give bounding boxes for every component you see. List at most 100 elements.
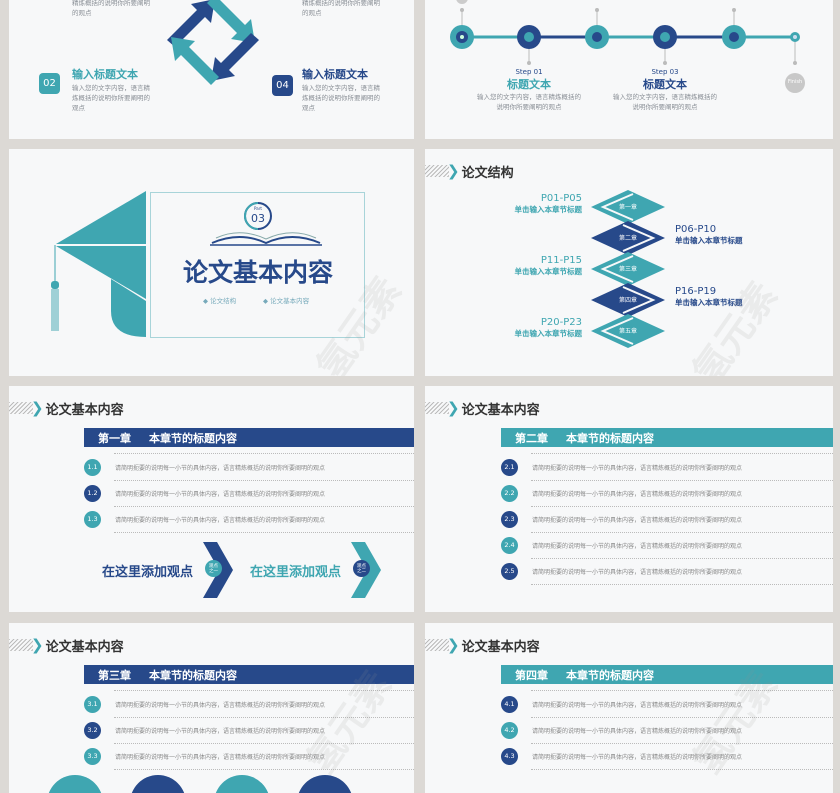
chapter-title: 本章节的标题内容 — [566, 668, 654, 682]
timeline-node — [517, 25, 541, 49]
chapter-diamond — [591, 283, 665, 317]
chapter-pages: P06-P10 — [675, 224, 717, 235]
part-circle-icon — [243, 202, 272, 230]
slide-timeline[interactable]: Finish Step 01 标题文本 输入您的文字内容，语言精炼概括的说明你所… — [425, 0, 833, 139]
point-tag: 观点之一 — [205, 560, 222, 577]
chevron-right-icon: ❯ — [447, 399, 460, 417]
list-item[interactable]: 1.1 请简明扼要的说明每一小节的具体内容，语言精炼概括的说明你所要阐明的观点 — [84, 454, 414, 481]
list-item[interactable]: 4.3 请简明扼要的说明每一小节的具体内容，语言精炼概括的说明你所要阐明的观点 — [501, 743, 833, 770]
item-number-badge: 3.2 — [84, 721, 101, 739]
slide-header: ❯论文基本内容 — [9, 399, 124, 418]
part-number: 03 — [251, 212, 265, 225]
item-text: 请简明扼要的说明每一小节的具体内容，语言精炼概括的说明你所要阐明的观点 — [532, 727, 743, 735]
header-title: 论文基本内容 — [461, 402, 540, 418]
timeline-node — [653, 25, 677, 49]
decor-circle — [130, 775, 186, 793]
chapter-subtitle: 单击输入本章节标题 — [514, 205, 583, 214]
chapter-diamond — [591, 314, 665, 348]
decor-circle — [214, 775, 270, 793]
section-bullet: ◆ 论文基本内容 — [263, 297, 310, 305]
timeline-graphic — [450, 0, 805, 93]
stripe-icon — [425, 639, 449, 651]
timeline-node — [585, 25, 609, 49]
timeline-node — [450, 25, 474, 49]
chapter-subtitle: 单击输入本章节标题 — [514, 329, 583, 338]
header-title: 论文基本内容 — [45, 639, 124, 655]
chapter-pages: P16-P19 — [675, 286, 717, 297]
step-label: Step 01 — [515, 68, 543, 76]
chapter-number: 第二章 — [515, 431, 548, 445]
item-number-badge: 3.3 — [84, 747, 101, 765]
slide-chapter-1[interactable]: ❯论文基本内容 第一章 本章节的标题内容 1.1 请简明扼要的说明每一小节的具体内容… — [9, 386, 414, 612]
item-text: 请简明扼要的说明每一小节的具体内容，语言精炼概括的说明你所要阐明的观点 — [532, 753, 743, 761]
item-number-badge: 4.3 — [501, 747, 518, 765]
chapter-diamonds — [591, 190, 665, 348]
item-text: 请简明扼要的说明每一小节的具体内容，语言精炼概括的说明你所要阐明的观点 — [532, 516, 743, 524]
decor-circle — [297, 775, 353, 793]
chapter-subtitle: 单击输入本章节标题 — [514, 267, 583, 276]
step-label: Step 03 — [651, 68, 679, 76]
item-text: 请简明扼要的说明每一小节的具体内容，语言精炼概括的说明你所要阐明的观点 — [115, 516, 326, 524]
chapter-number: 第一章 — [98, 431, 131, 445]
chapter-label: 第一章 — [618, 204, 637, 211]
step-01: Step 01 标题文本 输入您的文字内容，语言精炼概括的说明你所要阐明的观点 — [474, 68, 584, 112]
item-number-badge: 2.4 — [501, 536, 518, 554]
list-item[interactable]: 3.3 请简明扼要的说明每一小节的具体内容，语言精炼概括的说明你所要阐明的观点 — [84, 743, 414, 770]
item-number-badge: 1.1 — [84, 458, 101, 476]
item-text: 请简明扼要的说明每一小节的具体内容，语言精炼概括的说明你所要阐明的观点 — [115, 753, 326, 761]
section-title: 论文基本内容 — [182, 258, 333, 287]
item-badge-04: 04 — [272, 75, 293, 96]
item-text: 请简明扼要的说明每一小节的具体内容，语言精炼概括的说明你所要阐明的观点 — [532, 542, 743, 550]
slide-cycle[interactable]: 精炼概括的说明你所要阐明的观点 精炼概括的说明你所要阐明的观点 02 输入标题文… — [9, 0, 414, 139]
item-title-04: 输入标题文本 — [302, 68, 368, 81]
chevron-line — [600, 317, 634, 345]
chevron-right-icon: ❯ — [447, 162, 460, 180]
chapter-title: 本章节的标题内容 — [149, 431, 237, 445]
chapter-label: 第五章 — [618, 328, 637, 335]
chevron-line — [622, 286, 656, 314]
stripe-icon — [425, 402, 449, 414]
item-number-badge: 2.5 — [501, 562, 518, 580]
item-number-badge: 2.1 — [501, 458, 518, 476]
chevron-arrow-icon — [203, 542, 233, 598]
chapter-diamond — [591, 190, 665, 224]
chapter-pages: P11-P15 — [540, 255, 582, 266]
chevron-line — [622, 224, 656, 252]
list-item[interactable]: 2.4 请简明扼要的说明每一小节的具体内容，语言精炼概括的说明你所要阐明的观点 — [501, 532, 833, 559]
header-title: 论文结构 — [461, 165, 514, 181]
chapter-subtitle: 单击输入本章节标题 — [675, 236, 743, 245]
slide-section[interactable]: 氢元素 Part 03 论文基本内容 ◆ 论文结构 ◆ 论文基本内容 — [9, 149, 414, 376]
section-bullet: ◆ 论文结构 — [203, 297, 237, 305]
item-number-badge: 3.1 — [84, 695, 101, 713]
chapter-diamond — [591, 221, 665, 255]
bullet-text: 论文基本内容 — [270, 297, 310, 305]
chapter-number: 第三章 — [98, 668, 131, 682]
chapter-title: 本章节的标题内容 — [149, 668, 237, 682]
slide-header: ❯论文基本内容 — [9, 636, 124, 655]
item-desc-04: 输入您的文字内容，语言精炼概括的说明你所要阐明的观点 — [302, 84, 380, 112]
part-label: Part — [254, 206, 262, 211]
decor-circle — [47, 775, 103, 793]
item-text: 请简明扼要的说明每一小节的具体内容，语言精炼概括的说明你所要阐明的观点 — [115, 464, 326, 472]
chapter-title-bar: 第二章本章节的标题内容 — [501, 428, 833, 447]
stripe-icon — [9, 639, 33, 651]
